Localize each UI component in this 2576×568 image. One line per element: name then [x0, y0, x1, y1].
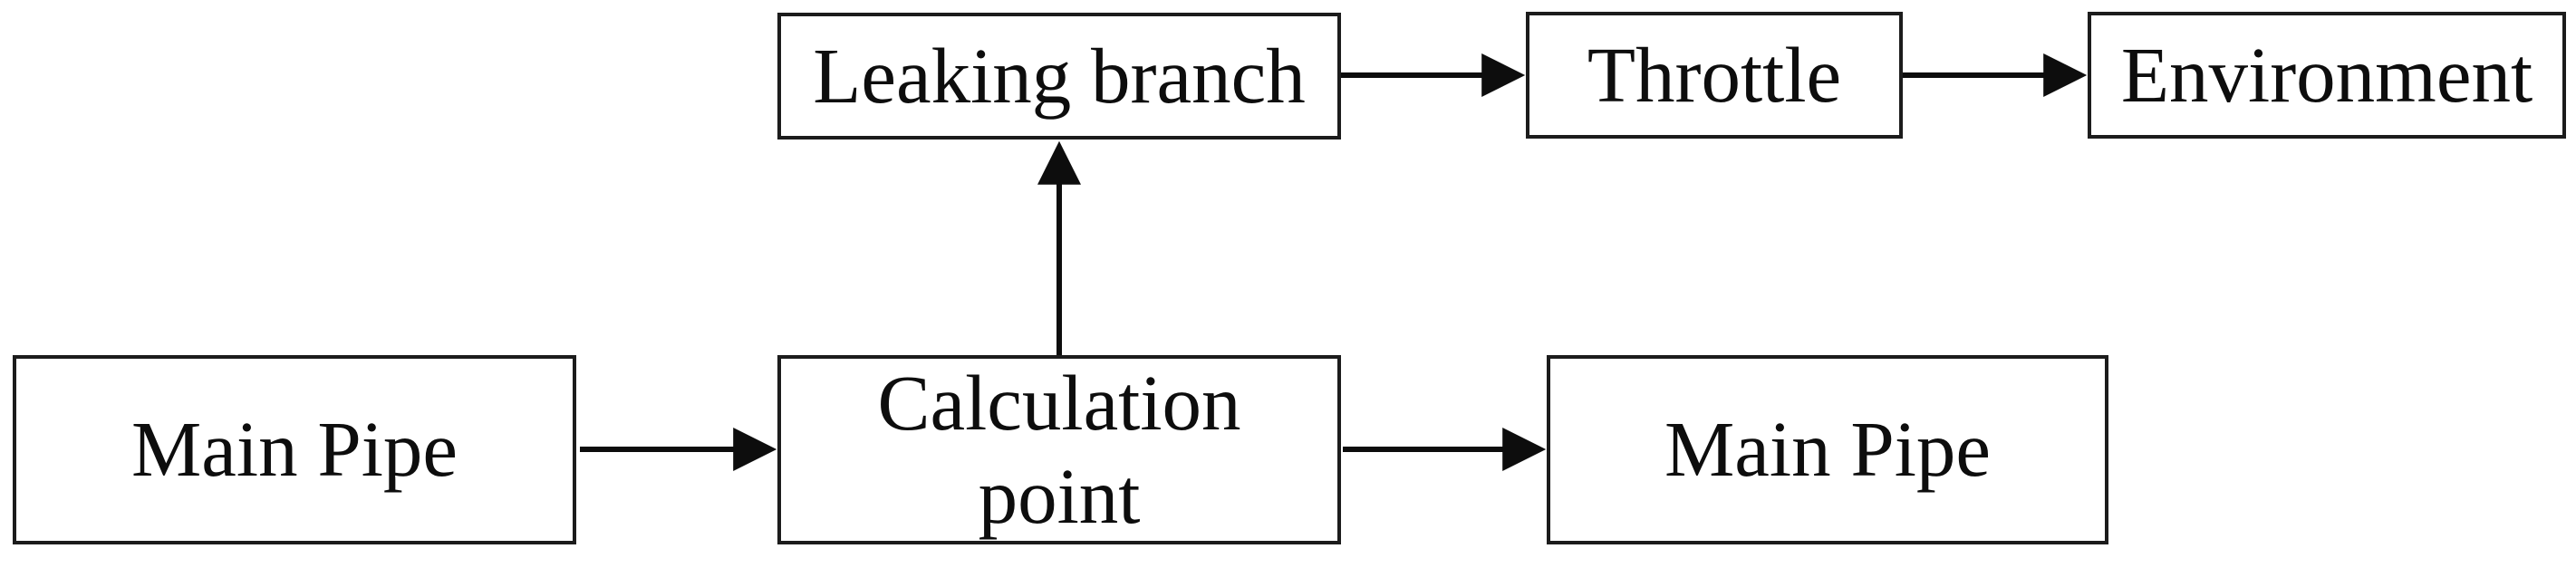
- node-calculation-point-label: Calculation point: [877, 358, 1241, 540]
- node-environment: Environment: [2088, 12, 2566, 139]
- node-leaking-branch: Leaking branch: [777, 13, 1341, 140]
- node-throttle-label: Throttle: [1587, 30, 1842, 119]
- node-main-pipe-right-label: Main Pipe: [1664, 405, 1992, 494]
- node-throttle: Throttle: [1526, 12, 1903, 139]
- node-leaking-branch-label: Leaking branch: [813, 31, 1306, 120]
- node-environment-label: Environment: [2120, 30, 2533, 119]
- node-main-pipe-left: Main Pipe: [13, 355, 576, 544]
- node-main-pipe-left-label: Main Pipe: [130, 405, 458, 494]
- node-calculation-point: Calculation point: [777, 355, 1341, 544]
- node-main-pipe-right: Main Pipe: [1547, 355, 2108, 544]
